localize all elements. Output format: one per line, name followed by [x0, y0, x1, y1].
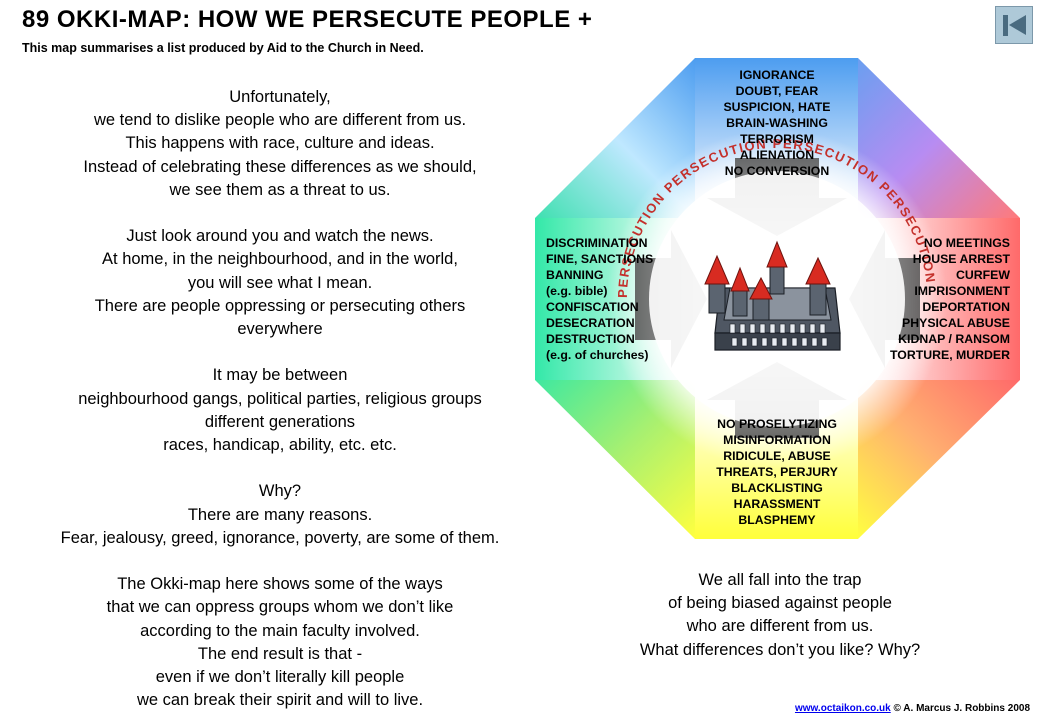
list-bottom: NO PROSELYTIZING MISINFORMATION RIDICULE, … — [696, 416, 858, 528]
okki-map-graphic: PERSECUTION PERSECUTION PERSECUTION PERS… — [535, 58, 1020, 539]
closing-line: who are different from us. — [686, 617, 874, 636]
intro-line: you will see what I mean. — [187, 273, 373, 292]
website-link[interactable]: www.octaikon.co.uk — [794, 703, 891, 714]
list-top-item: SUSPICION, HATE — [723, 100, 831, 114]
list-left-item: (e.g. bible) — [546, 284, 608, 298]
closing-line: What differences don’t you like? Why? — [639, 640, 921, 659]
okki-map-diagram: PERSECUTION PERSECUTION PERSECUTION PERS… — [535, 58, 1020, 539]
list-bottom-item: BLACKLISTING — [731, 481, 823, 495]
list-top-item: ALIENATION — [739, 148, 815, 162]
list-top-item: NO CONVERSION — [724, 164, 830, 178]
list-right-item: DEPORTATION — [922, 300, 1010, 314]
list-right-item: IMPRISONMENT — [914, 284, 1010, 298]
copyright-text: © A. Marcus J. Robbins 2008 — [893, 703, 1030, 714]
back-button[interactable] — [995, 6, 1033, 44]
intro-line: It may be between — [212, 366, 348, 385]
footer: www.octaikon.co.uk © A. Marcus J. Robbin… — [795, 703, 1030, 714]
list-right-item: HOUSE ARREST — [912, 252, 1010, 266]
corner-top-left — [535, 58, 695, 218]
list-left-item: FINE, SANCTIONS — [546, 252, 654, 266]
intro-line: different generations — [204, 412, 356, 431]
page-subtitle: This map summarises a list produced by A… — [22, 41, 424, 55]
corner-bottom-right — [858, 380, 1020, 539]
intro-line: we tend to dislike people who are differ… — [93, 111, 467, 130]
closing-line: of being biased against people — [668, 594, 892, 613]
corner-bottom-left — [535, 380, 695, 539]
list-bottom-item: RIDICULE, ABUSE — [723, 449, 831, 463]
closing-line: We all fall into the trap — [698, 571, 862, 589]
intro-line: Instead of celebrating these differences… — [83, 157, 477, 176]
intro-line: everywhere — [237, 320, 323, 339]
list-left-item: (e.g. of churches) — [546, 348, 649, 362]
list-left: DISCRIMINATION FINE, SANCTIONS BANNING (e.g… — [546, 235, 653, 363]
list-left-item: CONFISCATION — [546, 300, 639, 314]
list-right: NO MEETINGS HOUSE ARREST CURFEW IMPRISONMEN… — [890, 235, 1010, 363]
list-bottom-item: BLASPHEMY — [738, 513, 816, 527]
list-top-item: BRAIN-WASHING — [726, 116, 828, 130]
intro-line: The Okki-map here shows some of the ways — [117, 575, 443, 594]
list-top-item: TERRORISM — [740, 132, 814, 146]
intro-line: Fear, jealousy, greed, ignorance, povert… — [60, 528, 500, 547]
intro-line: There are people oppressing or persecuti… — [94, 296, 466, 315]
intro-line: There are many reasons. — [187, 505, 373, 524]
list-top: IGNORANCE DOUBT, FEAR SUSPICION, HATE BRAIN… — [696, 67, 858, 179]
intro-text: Unfortunately, we tend to dislike people … — [10, 86, 550, 712]
intro-line: Just look around you and watch the news. — [126, 227, 434, 246]
intro-line: that we can oppress groups whom we don’t… — [106, 598, 454, 617]
intro-line: according to the main faculty involved. — [140, 621, 420, 640]
intro-line: The end result is that - — [197, 644, 363, 663]
list-bottom-item: MISINFORMATION — [723, 433, 831, 447]
list-left-item: DESTRUCTION — [546, 332, 635, 346]
list-bottom-item: THREATS, PERJURY — [716, 465, 838, 479]
intro-line: we see them as a threat to us. — [169, 180, 391, 199]
list-left-item: DISCRIMINATION — [546, 236, 648, 250]
intro-line: At home, in the neighbourhood, and in th… — [102, 250, 458, 269]
closing-text: We all fall into the trap of being biased… — [600, 569, 960, 662]
list-right-item: CURFEW — [956, 268, 1010, 282]
list-right-item: KIDNAP / RANSOM — [898, 332, 1010, 346]
intro-line: This happens with race, culture and idea… — [125, 134, 435, 153]
intro-line: we can break their spirit and will to li… — [136, 691, 424, 710]
list-bottom-item: HARASSMENT — [733, 497, 821, 511]
list-bottom-item: NO PROSELYTIZING — [717, 417, 837, 431]
list-right-item: NO MEETINGS — [923, 236, 1010, 250]
intro-line: races, handicap, ability, etc. etc. — [163, 436, 397, 455]
castle-icon — [704, 240, 841, 351]
list-top-item: IGNORANCE — [739, 68, 815, 82]
list-top-item: DOUBT, FEAR — [735, 84, 819, 98]
list-left-item: BANNING — [546, 268, 604, 282]
intro-line: Why? — [258, 482, 302, 501]
list-right-item: PHYSICAL ABUSE — [902, 316, 1010, 330]
intro-line: Unfortunately, — [229, 88, 331, 106]
list-right-item: TORTURE, MURDER — [889, 348, 1010, 362]
page-title: 89 OKKI-MAP: HOW WE PERSECUTE PEOPLE + — [22, 6, 593, 33]
intro-line: neighbourhood gangs, political parties, … — [78, 389, 482, 408]
corner-top-right — [858, 58, 1020, 218]
intro-line: even if we don’t literally kill people — [155, 668, 405, 687]
list-left-item: DESECRATION — [546, 316, 635, 330]
